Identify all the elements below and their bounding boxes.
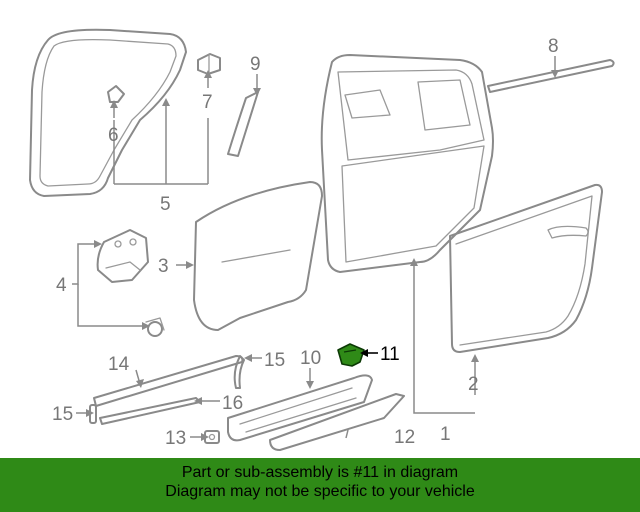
callout-13: 13 (165, 428, 186, 449)
part-12-rocker-molding (269, 393, 405, 451)
callout-15: 15 (264, 350, 285, 371)
arrowhead-11 (360, 349, 368, 357)
callout-1: 1 (440, 424, 451, 445)
part-6-pin (107, 85, 125, 103)
part-2-outer-panel (449, 183, 603, 353)
arrowheads (86, 70, 559, 441)
callout-16: 16 (222, 393, 243, 414)
part-4-bracket (96, 229, 149, 283)
part-5-weatherstrip (29, 28, 187, 197)
banner-line-1: Part or sub-assembly is #11 in diagram (181, 464, 459, 481)
part-1-door-shell (320, 54, 494, 273)
callout-14: 14 (108, 354, 130, 375)
callout-3: 3 (158, 256, 169, 277)
part-7-clip (197, 53, 221, 75)
part-8-belt-molding (487, 59, 615, 93)
part-10-lower-molding (227, 374, 373, 442)
parts-diagram: 1 2 3 4 5 6 7 8 9 10 11 12 13 14 15 15 1… (29, 28, 615, 451)
part-16-molding-strip (99, 397, 201, 425)
part-15-end-cap (233, 355, 245, 389)
callout-11: 11 (380, 344, 400, 365)
callout-7: 7 (202, 92, 213, 113)
part-4-clip (145, 317, 165, 337)
callout-8: 8 (548, 36, 559, 57)
part-3-watershield (193, 181, 323, 331)
callout-4: 4 (56, 275, 67, 296)
callout-12: 12 (394, 427, 415, 448)
callout-6: 6 (108, 125, 119, 146)
part-11-highlighted (337, 343, 365, 367)
callout-2: 2 (468, 374, 479, 395)
callout-9: 9 (250, 54, 261, 75)
callout-15b: 15 (52, 404, 73, 425)
banner-line-2: Diagram may not be specific to your vehi… (165, 483, 475, 500)
leader-lines (72, 56, 556, 439)
info-banner: Part or sub-assembly is #11 in diagram D… (0, 458, 640, 512)
callout-10: 10 (300, 348, 321, 369)
part-9-pillar-garnish (227, 91, 259, 157)
callout-5: 5 (160, 194, 171, 215)
